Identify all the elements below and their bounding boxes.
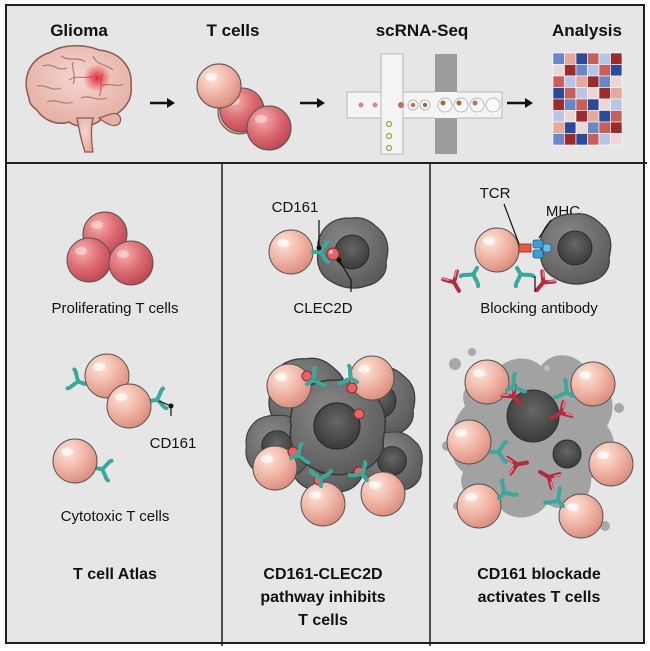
heatmap-cell	[564, 87, 577, 100]
tcr-label: TCR	[480, 185, 511, 202]
panel3-caption-line1: CD161 blockade	[477, 566, 601, 583]
heatmap-cell	[587, 75, 600, 88]
heatmap-cell	[598, 98, 611, 111]
antibody-blockade-icon	[439, 203, 612, 298]
step-label-scrnaseq: scRNA-Seq	[376, 21, 469, 40]
blocking-antibody-label: Blocking antibody	[480, 300, 598, 317]
step-label-glioma: Glioma	[50, 21, 108, 40]
heatmap-cell	[598, 133, 611, 146]
heatmap-cell	[610, 98, 623, 111]
heatmap-cell	[575, 110, 588, 123]
step-label-tcells: T cells	[207, 21, 260, 40]
tcell-tumor-interaction-icon	[268, 217, 389, 292]
heatmap-cell	[552, 98, 565, 111]
panel1-caption: T cell Atlas	[73, 566, 157, 583]
heatmap-cell	[587, 110, 600, 123]
heatmap-cell	[552, 64, 565, 77]
heatmap-cell	[575, 133, 588, 146]
heatmap-cell	[552, 110, 565, 123]
proliferating-tcells-label: Proliferating T cells	[51, 300, 178, 317]
heatmap-cell	[587, 64, 600, 77]
heatmap-cell	[598, 64, 611, 77]
abstract-canvas: Glioma T cells scRNA-Seq Analysis	[7, 21, 647, 646]
heatmap-cell	[564, 98, 577, 111]
microfluidic-chip-icon	[346, 53, 503, 155]
heatmap-cell	[564, 121, 577, 134]
heatmap-cell	[587, 121, 600, 134]
cytotoxic-tcells-icon	[52, 353, 174, 484]
heatmap-cell	[552, 87, 565, 100]
step-label-analysis: Analysis	[552, 21, 622, 40]
heatmap-cell	[587, 98, 600, 111]
arrow-icon	[300, 98, 325, 108]
heatmap-cell	[610, 75, 623, 88]
heatmap-cell	[610, 121, 623, 134]
heatmap-cell	[575, 87, 588, 100]
tcells-cluster-icon	[196, 63, 292, 151]
heatmap-cell	[552, 121, 565, 134]
heatmap-cell	[564, 64, 577, 77]
inhibited-tumor-cluster-icon	[245, 355, 423, 527]
graphical-abstract: Glioma T cells scRNA-Seq Analysis	[5, 4, 647, 646]
panel2-caption-line3: T cells	[298, 612, 348, 629]
heatmap-cell	[587, 52, 600, 65]
heatmap-cell	[575, 75, 588, 88]
heatmap-cell	[598, 52, 611, 65]
panel2-caption-line1: CD161-CLEC2D	[263, 566, 382, 583]
cd161-label: CD161	[272, 199, 319, 216]
heatmap-cell	[552, 133, 565, 146]
cd161-label: CD161	[150, 435, 197, 452]
heatmap-cell	[598, 87, 611, 100]
proliferating-tcells-icon	[66, 211, 154, 286]
heatmap-cell	[610, 110, 623, 123]
arrow-icon	[507, 98, 533, 108]
heatmap-cell	[610, 52, 623, 65]
heatmap-cell	[598, 75, 611, 88]
heatmap-cell	[552, 52, 565, 65]
arrow-icon	[150, 98, 175, 108]
heatmap-cell	[610, 87, 623, 100]
heatmap-cell	[610, 133, 623, 146]
cytotoxic-tcells-label: Cytotoxic T cells	[61, 508, 170, 525]
heatmap-cell	[575, 98, 588, 111]
heatmap-cell	[610, 64, 623, 77]
heatmap-cell	[587, 87, 600, 100]
heatmap-cell	[598, 110, 611, 123]
heatmap-cell	[552, 75, 565, 88]
clec2d-label: CLEC2D	[293, 300, 352, 317]
panel2-caption-line2: pathway inhibits	[260, 589, 385, 606]
heatmap-cell	[564, 75, 577, 88]
panel3-caption-line2: activates T cells	[478, 589, 601, 606]
activated-tcells-tumor-icon	[442, 348, 634, 539]
heatmap-icon	[552, 52, 623, 146]
heatmap-cell	[575, 52, 588, 65]
heatmap-cell	[575, 121, 588, 134]
heatmap-cell	[598, 121, 611, 134]
heatmap-cell	[575, 64, 588, 77]
heatmap-cell	[564, 52, 577, 65]
heatmap-cell	[564, 133, 577, 146]
brain-icon	[25, 45, 132, 153]
heatmap-cell	[564, 110, 577, 123]
heatmap-cell	[587, 133, 600, 146]
